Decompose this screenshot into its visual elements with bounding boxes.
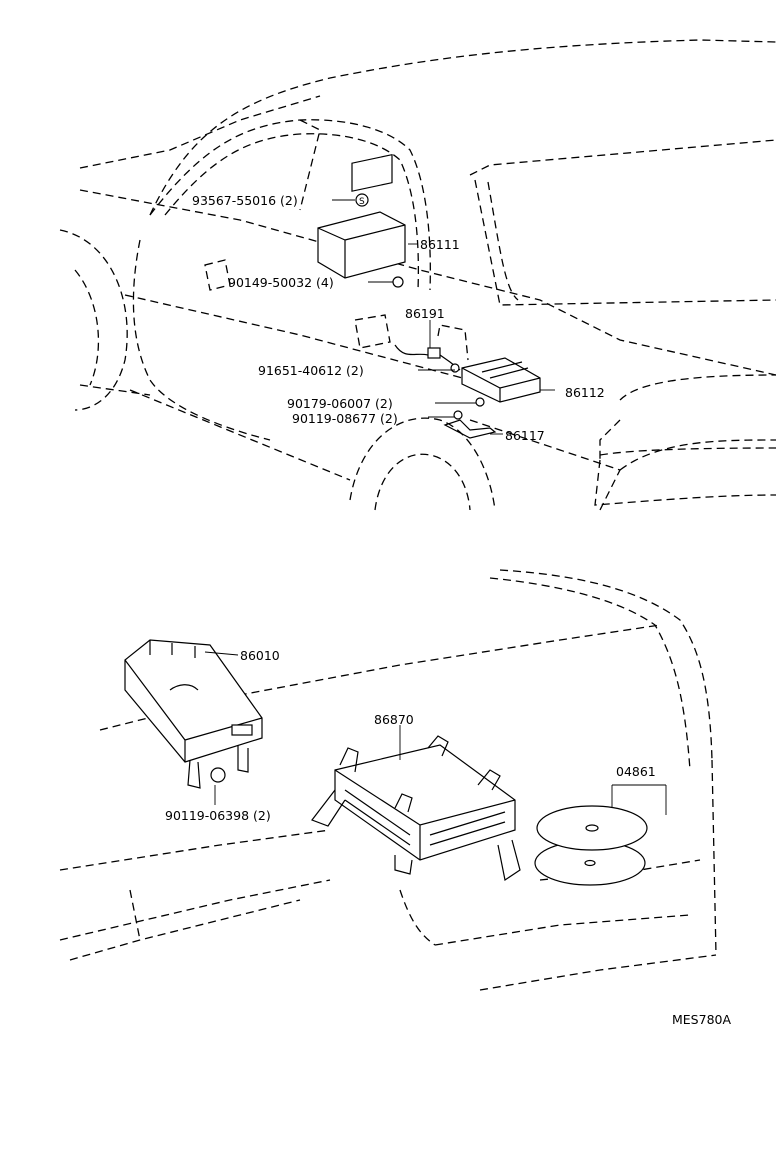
diagram-code: MES780A — [672, 1012, 731, 1027]
label-86117: 86117 — [505, 428, 545, 443]
screw-icon — [392, 276, 404, 288]
upper-car-outline — [59, 39, 776, 511]
label-86191: 86191 — [405, 306, 445, 321]
label-86111: 86111 — [420, 237, 460, 252]
bolt-icon — [453, 410, 463, 420]
part-86111-unit: S — [317, 153, 406, 288]
label-91651-40612: 91651-40612 (2) — [258, 363, 364, 378]
part-86870-amplifier — [311, 735, 521, 881]
label-90119-08677: 90119-08677 (2) — [292, 411, 398, 426]
bolt-icon-lower — [210, 767, 226, 783]
svg-text:S: S — [359, 197, 365, 207]
part-04861-discs — [534, 805, 648, 886]
upper-leaders — [332, 199, 555, 435]
label-86870: 86870 — [374, 712, 414, 727]
label-86112: 86112 — [565, 385, 605, 400]
nut-icon — [475, 397, 485, 407]
part-86112-unit — [461, 357, 541, 403]
label-90119-06398: 90119-06398 (2) — [165, 808, 271, 823]
label-90149-50032: 90149-50032 (4) — [228, 275, 334, 290]
nut-icon-2 — [450, 363, 460, 373]
label-90179-06007: 90179-06007 (2) — [287, 396, 393, 411]
part-86117-bracket — [443, 363, 497, 439]
label-04861: 04861 — [616, 764, 656, 779]
clip-icon — [355, 193, 369, 207]
lower-leaders — [204, 651, 667, 815]
label-93567-55016: 93567-55016 (2) — [192, 193, 298, 208]
label-86010: 86010 — [240, 648, 280, 663]
part-86010-module — [124, 639, 263, 789]
